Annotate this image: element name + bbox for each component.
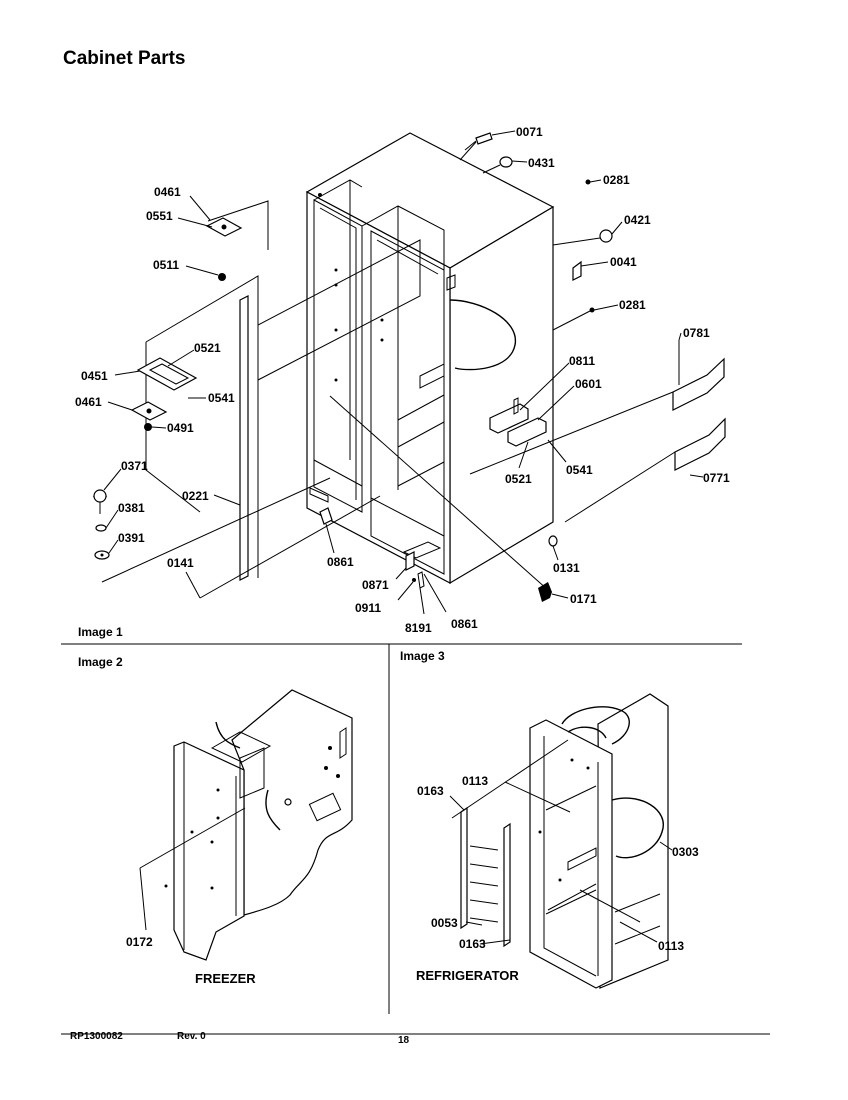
label-0521-b: 0521 (505, 472, 532, 486)
label-0303: 0303 (672, 845, 699, 859)
label-0551: 0551 (146, 209, 173, 223)
label-0281-b: 0281 (619, 298, 646, 312)
leader-lines (101, 130, 704, 615)
label-0171: 0171 (570, 592, 597, 606)
label-8191: 8191 (405, 621, 432, 635)
label-0911: 0911 (355, 601, 381, 615)
label-0521-a: 0521 (194, 341, 221, 355)
label-0451: 0451 (81, 369, 108, 383)
refrigerator-drawing (449, 693, 673, 989)
label-0491: 0491 (167, 421, 194, 435)
page-number: 18 (398, 1035, 410, 1046)
doc-number: RP1300082 (70, 1031, 123, 1042)
label-0541-b: 0541 (566, 463, 593, 477)
label-0053: 0053 (431, 916, 458, 930)
label-0871: 0871 (362, 578, 389, 592)
label-0431: 0431 (528, 156, 555, 170)
label-0071: 0071 (516, 125, 543, 139)
refrigerator-label: REFRIGERATOR (416, 968, 519, 983)
label-0172: 0172 (126, 935, 153, 949)
label-0141: 0141 (167, 556, 194, 570)
label-0861-a: 0861 (327, 555, 354, 569)
freezer-drawing (139, 689, 353, 961)
label-0041: 0041 (610, 255, 637, 269)
revision: Rev. 0 (177, 1031, 206, 1042)
label-0131: 0131 (553, 561, 580, 575)
label-0113-b: 0113 (658, 939, 684, 953)
label-0511: 0511 (153, 258, 179, 272)
part-labels-image1: 0071 0431 0281 0421 0041 0281 0781 0811 … (75, 125, 730, 635)
label-0371: 0371 (121, 459, 148, 473)
label-0771: 0771 (703, 471, 730, 485)
label-0861-b: 0861 (451, 617, 478, 631)
label-0163-a: 0163 (417, 784, 444, 798)
image3-caption: Image 3 (400, 649, 445, 663)
image2-caption: Image 2 (78, 655, 123, 669)
label-0281-a: 0281 (603, 173, 630, 187)
page-title: Cabinet Parts (63, 48, 186, 69)
label-0461-a: 0461 (154, 185, 181, 199)
label-0461-b: 0461 (75, 395, 102, 409)
cabinet-drawing (145, 132, 555, 585)
label-0541-a: 0541 (208, 391, 235, 405)
freezer-label: FREEZER (195, 971, 256, 986)
label-0601: 0601 (575, 377, 602, 391)
image1-caption: Image 1 (78, 625, 123, 639)
label-0421: 0421 (624, 213, 651, 227)
label-0381: 0381 (118, 501, 145, 515)
label-0163-b: 0163 (459, 937, 486, 951)
small-parts (92, 132, 726, 602)
label-0781: 0781 (683, 326, 710, 340)
label-0391: 0391 (118, 531, 145, 545)
label-0811: 0811 (569, 354, 595, 368)
label-0113-a: 0113 (462, 774, 488, 788)
label-0221: 0221 (182, 489, 209, 503)
